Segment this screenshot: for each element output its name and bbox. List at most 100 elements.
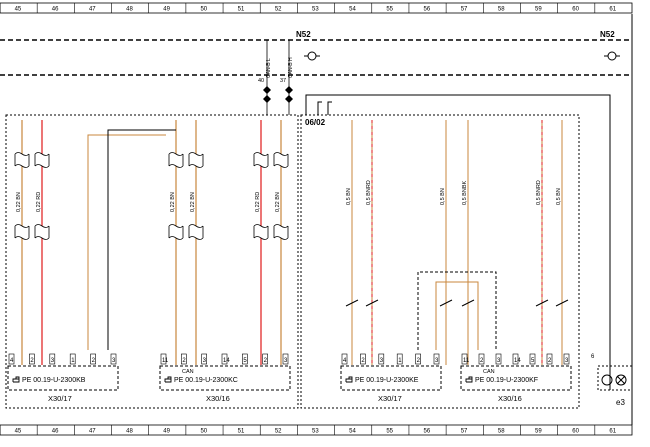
can-bus: N52 N52 bbox=[0, 30, 632, 76]
pin-number: 5 bbox=[243, 358, 247, 364]
wire-rd: 0,22 RD bbox=[253, 120, 269, 365]
connector-part-number: PE 00.19-U-2300KB bbox=[22, 377, 86, 384]
wire-bnrd: 0,5 BNRD bbox=[365, 120, 379, 365]
ruler-column-label: 55 bbox=[386, 7, 393, 13]
group-label: X30/16 bbox=[206, 394, 230, 403]
ruler-column-label: 57 bbox=[461, 7, 468, 13]
ruler-column-label: 55 bbox=[386, 429, 393, 435]
lamp-element: e3 6 bbox=[591, 354, 633, 407]
pin-slot bbox=[29, 353, 35, 365]
ground-symbol-icon bbox=[604, 51, 620, 61]
pin-slot bbox=[360, 353, 366, 365]
ruler-column-label: 58 bbox=[498, 429, 505, 435]
wire-label: 0,22 BN bbox=[16, 192, 22, 212]
pin-slot bbox=[495, 353, 502, 365]
ruler-frame bbox=[0, 2, 633, 14]
wire-loop bbox=[107, 129, 176, 350]
ruler-frame bbox=[0, 424, 633, 436]
pin-number: 2 bbox=[182, 358, 186, 364]
ruler-column-label: 46 bbox=[52, 429, 59, 435]
ruler-column-label: 56 bbox=[424, 7, 431, 13]
wire-bnrd: 0,5 BNRD bbox=[535, 120, 549, 365]
bus-label-right: N52 bbox=[600, 30, 615, 39]
ruler-column-label: 50 bbox=[200, 7, 207, 13]
pin-slot bbox=[396, 353, 403, 365]
connector-part-number: PE 00.19-U-2300KC bbox=[174, 377, 238, 384]
wire-bn: 0,5 BN bbox=[439, 120, 453, 365]
pin-number: 11 bbox=[162, 358, 169, 364]
ruler-column-label: 59 bbox=[535, 7, 542, 13]
hand-pointer-icon bbox=[465, 376, 473, 383]
can-taps: CAN-B L CAN-B H 40 37 bbox=[258, 40, 611, 390]
ruler-column-label: 56 bbox=[424, 429, 431, 435]
pin-slot bbox=[8, 353, 15, 365]
splice-diamond-icon bbox=[263, 40, 271, 115]
ruler-column-label: 54 bbox=[349, 429, 356, 435]
pin-slot bbox=[110, 353, 117, 365]
pin-number: 14 bbox=[223, 358, 230, 364]
pin-number: 2 bbox=[417, 358, 421, 364]
pin-number: 2 bbox=[30, 358, 34, 364]
ruler-column-label: 47 bbox=[89, 7, 96, 13]
pin-slot bbox=[181, 353, 187, 365]
bus-label-left: N52 bbox=[296, 30, 311, 39]
ruler-column-label: 51 bbox=[238, 429, 245, 435]
connector-sub-label: CAN bbox=[182, 369, 194, 375]
wire-label: 0,22 BN bbox=[190, 192, 196, 212]
connector-sub-label: CAN bbox=[483, 369, 495, 375]
ruler-column-label: 48 bbox=[126, 7, 133, 13]
pin-label-40: 40 bbox=[258, 78, 264, 84]
ruler-column-label: 54 bbox=[349, 7, 356, 13]
wire-label: 0,5 BNBK bbox=[462, 181, 468, 205]
pin-number: 3 bbox=[435, 358, 439, 364]
ruler-column-label: 59 bbox=[535, 429, 542, 435]
pin-number: 3 bbox=[284, 358, 288, 364]
wire-bn: 0,5 BN bbox=[345, 120, 359, 365]
wire-label: 0,22 RD bbox=[36, 192, 42, 212]
pin-slot bbox=[563, 353, 570, 365]
pin-slot bbox=[242, 353, 248, 365]
pin-slot bbox=[341, 353, 348, 365]
pin-slot bbox=[433, 353, 440, 365]
pin-number: 14 bbox=[514, 358, 521, 364]
ruler-column-label: 51 bbox=[238, 7, 245, 13]
wire-label: 0,5 BNRD bbox=[366, 180, 372, 205]
wire-bn: 0,22 BN bbox=[168, 120, 184, 365]
pin-slot bbox=[546, 353, 553, 365]
section-label-bg bbox=[303, 116, 333, 127]
pin-slot bbox=[201, 353, 207, 365]
wire-label: 0,5 BN bbox=[556, 188, 562, 205]
pin-number: 4 bbox=[343, 358, 347, 364]
lamp-icon bbox=[601, 374, 627, 386]
wire-label: 0,5 BN bbox=[346, 188, 352, 205]
module-box-right bbox=[300, 114, 580, 409]
splice-diamond-icon bbox=[285, 40, 293, 115]
ruler-column-label: 49 bbox=[163, 7, 170, 13]
pin-slot bbox=[512, 353, 519, 365]
ruler-column-label: 61 bbox=[609, 7, 616, 13]
wire-bn: 0,22 BN bbox=[14, 120, 30, 365]
pin-slot bbox=[221, 353, 228, 365]
ruler-column-label: 48 bbox=[126, 429, 133, 435]
wire-bn: 0,5 BN bbox=[555, 120, 569, 365]
pin-number: 3 bbox=[497, 358, 501, 364]
ground-symbol-icon bbox=[304, 51, 320, 61]
wire-label: 0,5 BN bbox=[440, 188, 446, 205]
pin-number: 4 bbox=[10, 358, 14, 364]
pin-number: 2 bbox=[361, 358, 365, 364]
pin-number: 3 bbox=[51, 358, 55, 364]
ruler-column-label: 60 bbox=[572, 7, 579, 13]
ruler-column-label: 53 bbox=[312, 429, 319, 435]
pin-number: 2 bbox=[92, 358, 96, 364]
pin-number: 5 bbox=[531, 358, 535, 364]
group-label: X30/16 bbox=[498, 394, 522, 403]
wire-loop bbox=[417, 271, 497, 350]
pin-number: 2 bbox=[548, 358, 552, 364]
pin-slot bbox=[262, 353, 268, 365]
pin-number: 11 bbox=[463, 358, 470, 364]
